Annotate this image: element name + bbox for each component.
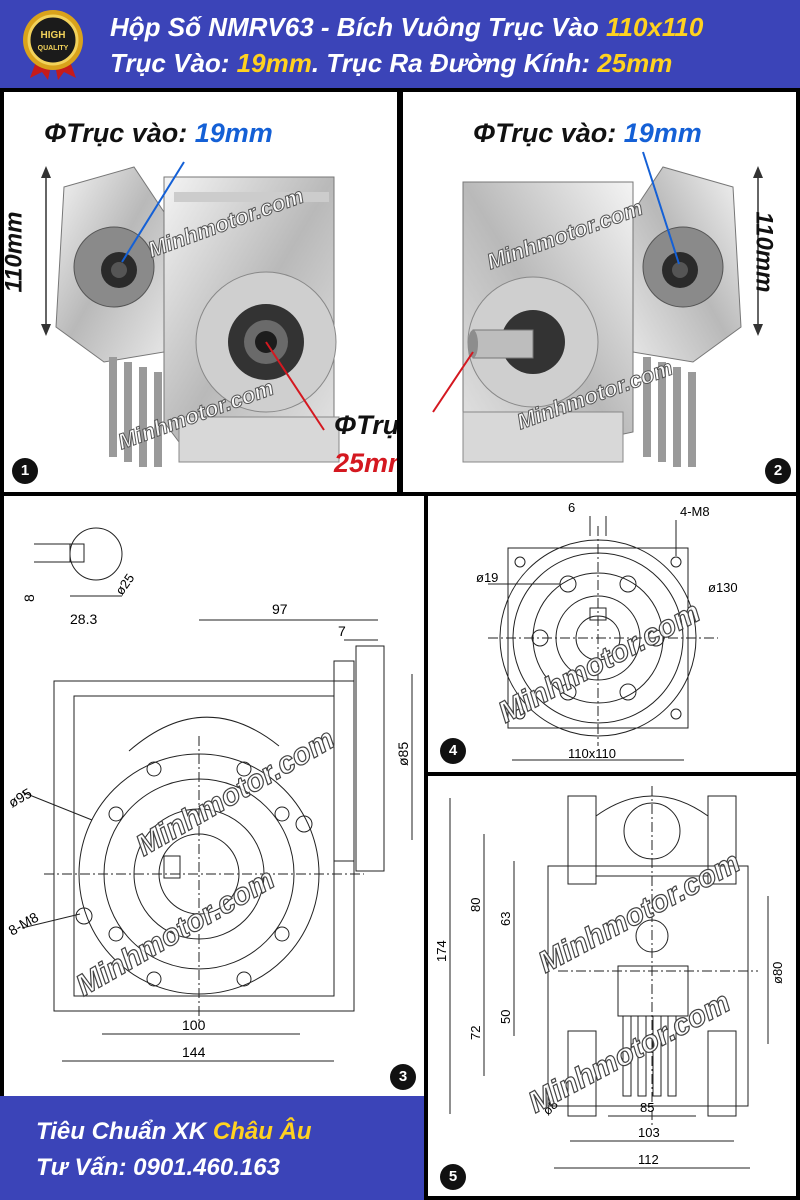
panel-number-4: 4 [440,738,466,764]
subtitle-input-value: 19mm [236,48,312,78]
panel-number-2: 2 [765,458,791,484]
dim-6: 6 [568,500,575,515]
dim-144: 144 [182,1044,206,1060]
dim-95: ø95 [6,785,35,811]
dim-key-width: 8 [21,594,37,602]
dim-85: 85 [640,1100,654,1115]
footer-standard-label: Tiêu Chuẩn XK [36,1118,213,1145]
input-shaft-label: ΦTrục vào: [44,118,195,148]
dim-100: 100 [182,1017,206,1033]
footer-standard-region: Châu Âu [212,1118,312,1145]
input-shaft-callout: ΦTrục vào: 19mm [473,118,702,149]
dim-110x110: 110x110 [568,746,616,761]
dim-50: 50 [498,1010,513,1024]
drawing-5-labels: 174 80 63 72 50 ø80 ø8 85 103 112 [434,898,785,1167]
dim-19: ø19 [476,570,498,585]
subtitle-part-2: . Trục Ra Đường Kính: [311,48,598,78]
panel-number-5: 5 [440,1164,466,1190]
header-banner: HIGH QUALITY Hộp Số NMRV63 - Bích Vuông … [0,0,800,88]
subtitle-output-value: 25mm [597,48,673,78]
dim-85: ø85 [395,742,411,766]
dim-72: 72 [468,1026,483,1040]
panel-number-1: 1 [12,458,38,484]
input-shaft-label: ΦTrục vào: [473,118,624,148]
panel-number-3: 3 [390,1064,416,1090]
drawing-3-labels: ø25 28.3 8 97 7 ø85 ø95 8-M8 100 144 [6,571,412,1060]
quality-badge-icon: HIGH QUALITY [23,10,83,80]
input-shaft-value: 19mm [623,118,702,148]
dim-4-m8: 4-M8 [680,504,710,519]
dim-112: 112 [638,1152,659,1167]
footer-standard: Tiêu Chuẩn XK Châu Âu [36,1118,312,1146]
dim-174: 174 [434,940,449,962]
photo-panel-2: ΦTrục vào: 19mm 110mm Minhmotor.com Minh… [403,92,796,492]
drawing-panel-5: 174 80 63 72 50 ø80 ø8 85 103 112 Minhmo… [428,776,796,1196]
dim-8-m8: 8-M8 [6,909,42,939]
input-shaft-callout: ΦTrục vào: 19mm [44,118,273,149]
dim-80: 80 [468,898,483,912]
dim-63: 63 [498,912,513,926]
height-label: 110mm [4,211,28,293]
input-shaft-value: 19mm [194,118,273,148]
output-shaft-value: 25mm [334,448,397,478]
subtitle-part-1: Trục Vào: [110,48,237,78]
dim-130: ø130 [708,580,738,595]
dim-shaft-dia: ø25 [112,571,137,598]
top-view-drawing [449,786,769,1169]
gearbox-photo-front [41,161,340,467]
dim-7: 7 [338,623,346,639]
badge-text-2: QUALITY [38,45,69,52]
dim-97: 97 [272,601,288,617]
dim-key-height: 28.3 [70,611,97,627]
drawing-4-labels: 6 4-M8 ø19 ø130 110x110 [476,500,738,761]
footer-contact: Tư Vấn: 0901.460.163 [36,1154,280,1181]
badge-text-1: HIGH [41,30,66,41]
photo-panel-1: ΦTrục vào: 19mm ΦTrục ra: 25mm 110mm Min… [4,92,397,492]
gearbox-photo-back [432,151,763,467]
drawing-panel-3: ø25 28.3 8 97 7 ø85 ø95 8-M8 100 144 Min… [4,496,424,1096]
footer-banner: Tiêu Chuẩn XK Châu Âu Tư Vấn: 0901.460.1… [0,1096,424,1200]
title-part: Hộp Số NMRV63 - Bích Vuông Trục Vào [110,12,606,42]
flange-front-drawing [488,516,718,761]
height-label: 110mm [750,211,778,293]
title-highlight: 110x110 [605,12,704,42]
header-title: Hộp Số NMRV63 - Bích Vuông Trục Vào 110x… [110,12,703,43]
drawing-panel-4: 6 4-M8 ø19 ø130 110x110 Minhmotor.com 4 [428,496,796,772]
output-shaft-label: ΦTrục ra: [334,410,397,440]
header-subtitle: Trục Vào: 19mm. Trục Ra Đường Kính: 25mm [110,48,672,79]
dim-80-dia: ø80 [770,962,785,984]
dim-103: 103 [638,1125,660,1140]
side-view-drawing [21,527,413,1062]
